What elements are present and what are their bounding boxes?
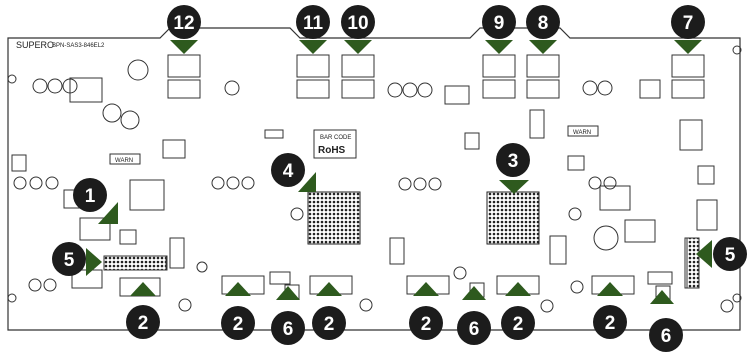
callout-12: 12 [167, 5, 201, 39]
callout-11-label: 11 [303, 13, 324, 34]
callout-6-c: 6 [649, 318, 683, 352]
arrow-2-a [130, 282, 156, 296]
arrow-4 [298, 172, 316, 192]
callout-2-b: 2 [221, 306, 255, 340]
brand-label: SUPERO [16, 40, 54, 50]
callout-2-c: 2 [312, 306, 346, 340]
arrow-11 [299, 40, 327, 54]
arrow-1 [98, 202, 118, 224]
callout-6-b-label: 6 [469, 319, 480, 340]
callout-2-d-label: 2 [421, 314, 432, 335]
callout-6-b: 6 [457, 311, 491, 345]
arrow-12 [170, 40, 198, 54]
warn-box-right [567, 125, 599, 137]
callout-2-e-label: 2 [513, 314, 524, 335]
arrow-7 [674, 40, 702, 54]
callout-2-d: 2 [409, 306, 443, 340]
callout-9-label: 9 [494, 13, 505, 34]
connector-11 [296, 54, 330, 99]
expander-chip-4 [307, 191, 361, 245]
callout-5-left: 5 [52, 242, 86, 276]
callout-7: 7 [671, 5, 705, 39]
callout-markers: 12 11 10 9 8 7 4 3 1 5 5 2 2 2 2 2 2 6 6… [52, 5, 747, 352]
arrow-2-d [413, 282, 439, 296]
rohs-label: RoHS [318, 145, 346, 156]
arrow-6-c [650, 290, 674, 304]
barcode-box [313, 129, 357, 159]
barcode-label: BAR CODE [320, 135, 351, 141]
arrow-2-f [597, 282, 623, 296]
callout-5-right-label: 5 [725, 245, 736, 266]
callout-4-label: 4 [283, 161, 294, 182]
callout-2-b-label: 2 [233, 314, 244, 335]
callout-11: 11 [296, 5, 330, 39]
callout-2-e: 2 [501, 306, 535, 340]
connector-8 [526, 54, 560, 99]
header-left [103, 255, 167, 271]
expander-chip-3 [486, 191, 540, 245]
callout-2-f-label: 2 [605, 313, 616, 334]
arrow-10 [344, 40, 372, 54]
arrow-2-b [225, 282, 251, 296]
warn-label-right: WARN [573, 130, 591, 136]
warn-box-left [109, 153, 141, 165]
callout-2-f: 2 [593, 305, 627, 339]
callout-5-left-label: 5 [64, 250, 75, 271]
callout-8-label: 8 [538, 13, 549, 34]
callout-4: 4 [271, 153, 305, 187]
arrow-6-a [276, 286, 300, 300]
callout-3: 3 [496, 143, 530, 177]
board-components [11, 77, 718, 289]
model-label: BPN-SAS3-846EL2 [52, 43, 105, 49]
arrow-2-e [505, 282, 531, 296]
callout-8: 8 [526, 5, 560, 39]
capacitor-row-top-left [7, 45, 742, 313]
arrow-6-b [462, 286, 486, 300]
arrow-3 [499, 180, 529, 194]
callout-arrows [86, 40, 712, 304]
callout-10: 10 [341, 5, 375, 39]
callout-2-c-label: 2 [324, 314, 335, 335]
connector-12 [167, 54, 201, 99]
callout-10-label: 10 [347, 13, 368, 34]
warn-label-left: WARN [115, 158, 133, 164]
callout-12-label: 12 [173, 13, 194, 34]
callout-2-a-label: 2 [138, 313, 149, 334]
callout-1-label: 1 [85, 186, 96, 207]
callout-5-right: 5 [713, 237, 747, 271]
callout-6-a: 6 [271, 311, 305, 345]
arrow-5-right [696, 240, 712, 268]
connector-7 [671, 54, 705, 99]
connector-9 [482, 54, 516, 99]
arrow-5-left [86, 248, 102, 276]
callout-1: 1 [73, 178, 107, 212]
arrow-9 [485, 40, 513, 54]
callout-6-c-label: 6 [661, 326, 672, 347]
connector-10 [341, 54, 375, 99]
callout-3-label: 3 [508, 151, 519, 172]
callout-7-label: 7 [683, 13, 694, 34]
arrow-8 [529, 40, 557, 54]
arrow-2-c [316, 282, 342, 296]
header-right [686, 237, 700, 289]
callout-9: 9 [482, 5, 516, 39]
callout-6-a-label: 6 [283, 319, 294, 340]
callout-2-a: 2 [126, 305, 160, 339]
